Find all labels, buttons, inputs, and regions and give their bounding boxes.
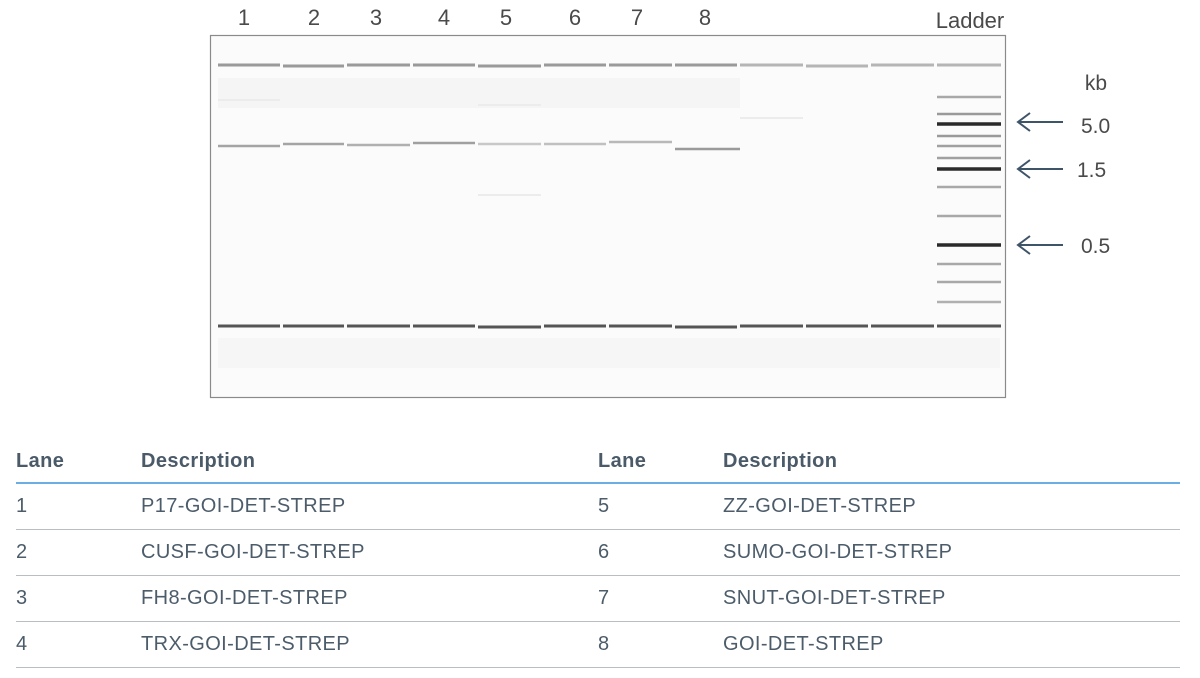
description-cell: ZZ-GOI-DET-STREP [723,483,1180,530]
header-description-right: Description [723,440,1180,484]
lane-number-cell: 2 [16,529,141,576]
lane-number-labels: 1 2 3 4 5 6 7 8 [238,5,711,30]
lane-number-cell: 4 [16,621,141,668]
sample-bands [218,140,740,151]
lane-number-7: 7 [631,5,643,30]
lane-number-6: 6 [569,5,581,30]
gel-figure: 1 2 3 4 5 6 7 8 Ladder [209,5,1110,399]
lane-number-cell: 7 [598,575,723,622]
lane-number-3: 3 [370,5,382,30]
lane-number-cell: 3 [16,575,141,622]
gel-haze [218,78,1000,368]
description-cell: FH8-GOI-DET-STREP [141,575,598,622]
lane-number-4: 4 [438,5,450,30]
lane-number-cell: 5 [598,483,723,530]
description-cell: TRX-GOI-DET-STREP [141,621,598,668]
table-row: 1 P17-GOI-DET-STREP 5 ZZ-GOI-DET-STREP [16,483,1180,530]
ladder-bands [937,95,1001,304]
left-arrow-icon [1016,159,1063,179]
header-lane-left: Lane [16,440,141,484]
lane-number-2: 2 [308,5,320,30]
table-row: 3 FH8-GOI-DET-STREP 7 SNUT-GOI-DET-STREP [16,575,1180,622]
ladder-label: Ladder [936,8,1005,33]
marker-label-0-5kb: 0.5 [1081,235,1110,258]
lane-number-5: 5 [500,5,512,30]
marker-label-5kb: 5.0 [1081,115,1110,138]
marker-label-1-5kb: 1.5 [1077,159,1106,182]
lane-number-1: 1 [238,5,250,30]
lane-number-cell: 6 [598,529,723,576]
header-lane-right: Lane [598,440,723,484]
table-row: 2 CUSF-GOI-DET-STREP 6 SUMO-GOI-DET-STRE… [16,529,1180,576]
lane-number-8: 8 [699,5,711,30]
description-cell: P17-GOI-DET-STREP [141,483,598,530]
well-bands [218,63,1001,68]
left-arrow-icon [1016,235,1063,255]
marker-bands [218,324,1001,329]
table-row: 4 TRX-GOI-DET-STREP 8 GOI-DET-STREP [16,621,1180,668]
description-cell: SUMO-GOI-DET-STREP [723,529,1180,576]
kb-unit-label: kb [1085,72,1107,95]
marker-0-5kb: 0.5 [1016,235,1110,258]
header-description-left: Description [141,440,598,484]
faint-smudges [218,99,803,196]
lane-description-table: Lane Description Lane Description 1 P17-… [16,440,1180,668]
description-cell: CUSF-GOI-DET-STREP [141,529,598,576]
marker-5kb: 5.0 [1016,112,1110,138]
marker-1-5kb: 1.5 [1016,159,1106,182]
description-cell: SNUT-GOI-DET-STREP [723,575,1180,622]
lane-number-cell: 8 [598,621,723,668]
lane-number-cell: 1 [16,483,141,530]
left-arrow-icon [1016,112,1063,132]
table-header-row: Lane Description Lane Description [16,440,1180,484]
description-cell: GOI-DET-STREP [723,621,1180,668]
